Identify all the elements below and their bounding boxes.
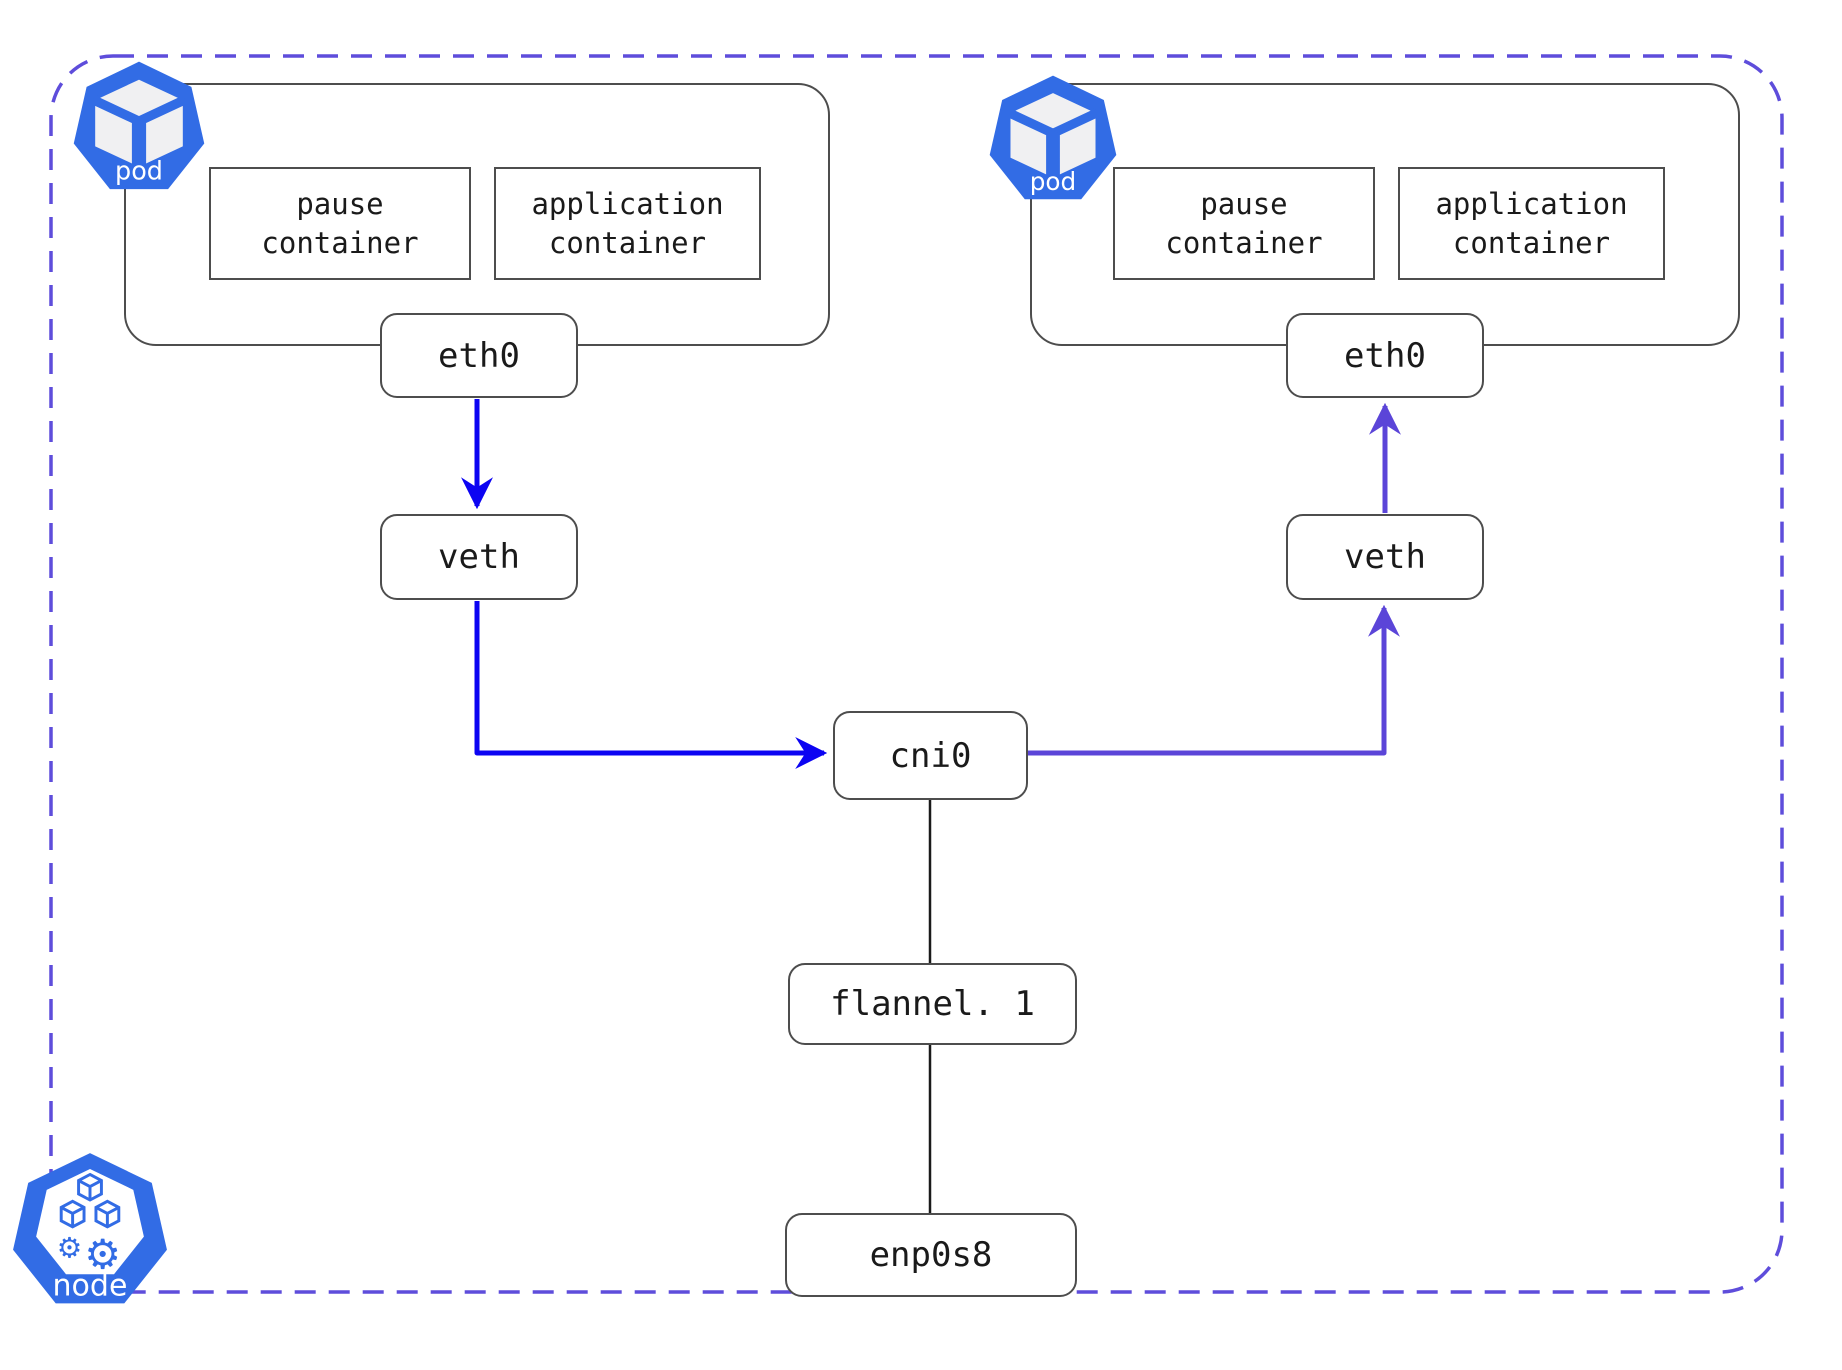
node-icon: ⚙ ⚙ node — [13, 1153, 167, 1304]
gear-icon: ⚙ — [84, 1231, 121, 1279]
veth-box: veth — [380, 514, 578, 600]
eth0-box: eth0 — [380, 313, 578, 398]
pod-icon-label: pod — [115, 157, 163, 187]
pause-container-box: pause container — [1113, 167, 1375, 280]
enp0s8-nic-box: enp0s8 — [785, 1213, 1077, 1297]
flannel-overlay-box: flannel. 1 — [788, 963, 1077, 1045]
pod-icon: pod — [989, 75, 1117, 200]
pod-icon: pod — [73, 61, 205, 190]
application-container-box: application container — [1398, 167, 1665, 280]
heptagon-inner-face — [36, 1168, 144, 1275]
veth-to-cni0-arrow — [474, 601, 828, 770]
cni0-bridge-box: cni0 — [833, 711, 1028, 800]
veth-box: veth — [1286, 514, 1484, 600]
pause-container-box: pause container — [209, 167, 471, 280]
application-container-box: application container — [494, 167, 761, 280]
gear-icon: ⚙ — [57, 1231, 83, 1264]
pod-icon-label: pod — [1030, 167, 1076, 196]
cube-icon — [91, 75, 187, 169]
cube-icon — [1007, 89, 1099, 180]
cni0-to-veth-arrow — [1028, 604, 1401, 756]
eth0-box: eth0 — [1286, 313, 1484, 398]
node-icon-label: node — [53, 1268, 128, 1303]
